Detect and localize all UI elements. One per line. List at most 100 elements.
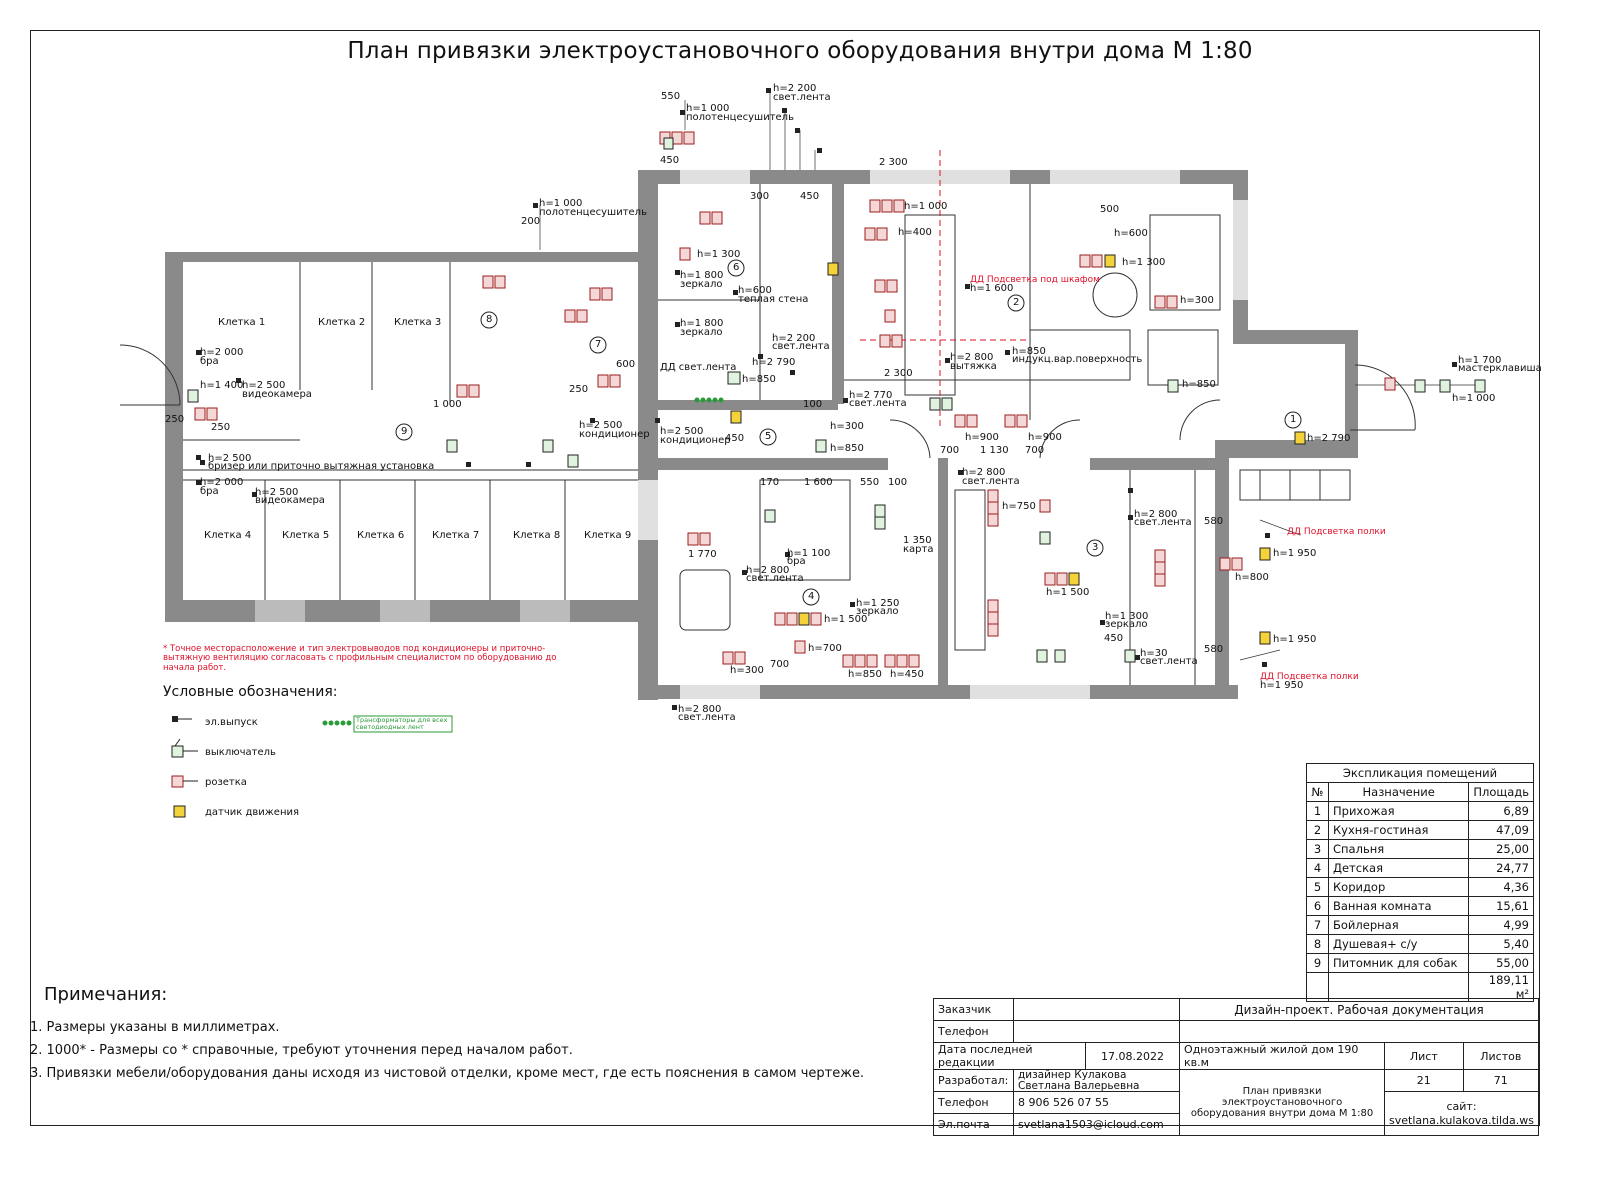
annotation: вытяжка (950, 361, 997, 372)
annotation: зеркало (1105, 619, 1148, 630)
annotation: свет.лента (678, 712, 736, 723)
annotation: h=1 000 (686, 103, 730, 114)
dimension: 550 (661, 91, 681, 102)
dimension: 2 300 (884, 368, 913, 379)
dimension: 2 300 (879, 157, 908, 168)
stamp-phone-label: Телефон (933, 1020, 1014, 1043)
stamp-sheets-label: Листов (1462, 1042, 1540, 1070)
stamp-site: svetlana.kulakova.tilda.ws (1389, 1113, 1534, 1127)
annotation-red: ДД Подсветка под шкафом (970, 275, 1100, 285)
drawing-frame (30, 30, 1540, 1126)
annotation: h=450 (890, 669, 924, 680)
note-item: 2. 1000* - Размеры со * справочные, треб… (30, 1043, 573, 1058)
dimension: 450 (660, 155, 680, 166)
annotation: h=1 250 (856, 598, 900, 609)
annotation: видеокамера (255, 495, 325, 506)
annotation: h=1 800 (680, 318, 724, 329)
page-title: План привязки электроустановочного обору… (347, 38, 1253, 64)
annotation: h=2 800 (962, 467, 1006, 478)
annotation: бра (200, 356, 219, 367)
room-label: Клетка 8 (513, 530, 561, 541)
stamp-last-edit-date: 17.08.2022 (1085, 1042, 1181, 1070)
legend-item: датчик движения (205, 807, 300, 818)
stamp-sheet-label: Лист (1384, 1042, 1464, 1070)
legend-item: выключатель (205, 747, 276, 758)
annotation: h=850 (1012, 346, 1046, 357)
annotation: h=2 800 (746, 565, 790, 576)
stamp-last-edit-label: Дата последней редакции (932, 1042, 1087, 1070)
annotation: кондиционер (579, 429, 650, 440)
annotation: h=1 700 (1458, 355, 1502, 366)
annotation: h=1 950 (1260, 680, 1304, 691)
notes-title: Примечания: (44, 984, 168, 1005)
annotation: h=1 950 (1273, 548, 1317, 559)
room-label: Клетка 1 (218, 317, 266, 328)
kennel-walls (165, 252, 640, 622)
stamp-email: svetlana1503@icloud.com (1012, 1113, 1181, 1136)
room-number: 4 (808, 591, 815, 602)
dimension: 1 000 (433, 399, 462, 410)
legend-title: Условные обозначения: (163, 684, 338, 700)
annotation: h=900 (1028, 432, 1062, 443)
room-number: 5 (765, 431, 772, 442)
footnote-red: * Точное месторасположение и тип электро… (163, 644, 557, 673)
room-number: 3 (1092, 542, 1099, 553)
annotation: h=600 (1114, 228, 1148, 239)
annotation: h=2 200 (772, 333, 816, 344)
room-label: Клетка 7 (432, 530, 480, 541)
annotation: h=750 (1002, 501, 1036, 512)
el-outlets (196, 88, 1457, 710)
annotation: ДД свет.лента (660, 362, 737, 373)
annotation: h=1 300 (1105, 611, 1149, 622)
dimension: 550 (860, 477, 880, 488)
annotation: h=1 800 (680, 270, 724, 281)
stamp-project: Дизайн-проект. Рабочая документация (1179, 998, 1539, 1021)
annotation: свет.лента (849, 398, 907, 409)
annotation: h=900 (965, 432, 999, 443)
explication-table: Экспликация помещений № Назначение Площа… (1306, 763, 1534, 1002)
legend-item: розетка (205, 777, 247, 788)
dimension: 450 (800, 191, 820, 202)
motion-sensors (730, 254, 1306, 645)
annotation: свет.лента (1134, 517, 1192, 528)
stamp-developer: дизайнер Кулакова Светлана Валерьевна (1012, 1069, 1181, 1092)
dimension: 700 (940, 445, 960, 456)
annotation: h=1 500 (1046, 587, 1090, 598)
note-item: 1. Размеры указаны в миллиметрах. (30, 1020, 280, 1035)
annotation: 1 350 (903, 535, 932, 546)
annotation: h=300 (1180, 295, 1214, 306)
room-number: 9 (401, 426, 408, 437)
annotation: бра (200, 486, 219, 497)
annotation: h=1 000 (1452, 393, 1496, 404)
annotation: h=1 100 (787, 548, 831, 559)
table-header: Площадь (1468, 782, 1534, 802)
stamp-email-label: Эл.почта (933, 1113, 1014, 1136)
room-number: 8 (486, 314, 493, 325)
annotation: зеркало (680, 279, 723, 290)
table-header: № (1306, 782, 1329, 802)
annotation-red: ДД Подсветка полки (1287, 527, 1386, 537)
room-number: 6 (733, 262, 740, 273)
annotation: h=850 (830, 443, 864, 454)
dimension: 1 130 (980, 445, 1009, 456)
annotation: h=1 000 (539, 198, 583, 209)
annotation: h=2 790 (752, 357, 796, 368)
annotation: h=300 (730, 665, 764, 676)
annotation: h=850 (742, 374, 776, 385)
annotation: h=2 500 (579, 420, 623, 431)
annotation-red: ДД Подсветка полки (1260, 672, 1359, 682)
annotation: свет.лента (962, 476, 1020, 487)
dimension: 200 (521, 216, 541, 227)
dimension: 580 (1204, 516, 1224, 527)
annotation: h=2 790 (1307, 433, 1351, 444)
stamp-sheet: 21 (1384, 1069, 1464, 1092)
annotation: h=30 (1140, 648, 1168, 659)
